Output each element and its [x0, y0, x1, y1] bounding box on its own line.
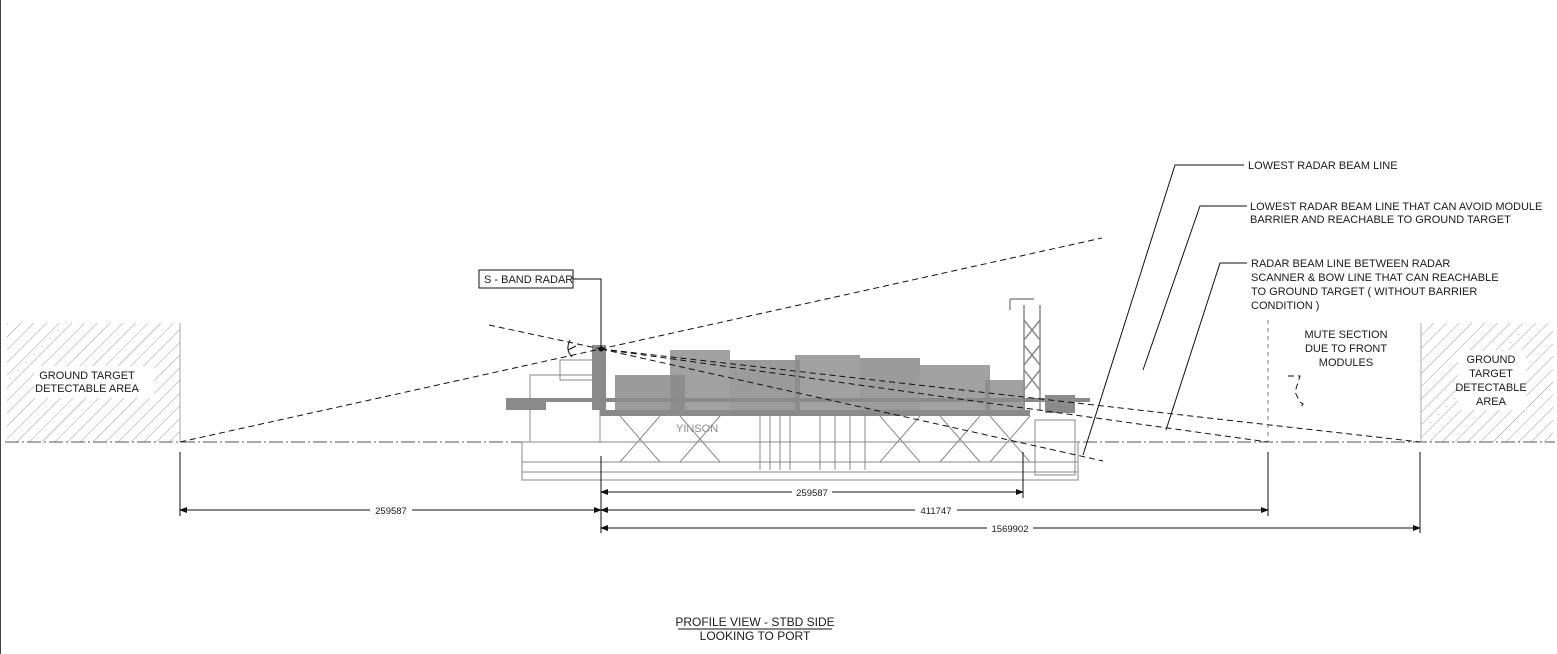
- note-line: RADAR BEAM LINE BETWEEN RADAR: [1251, 258, 1450, 270]
- dim-aft-reach: 259587: [375, 506, 407, 517]
- note-line: LOWEST RADAR BEAM LINE THAT CAN AVOID MO…: [1250, 201, 1542, 213]
- radar-beam-lines: [179, 237, 1421, 462]
- module-barrier-note: LOWEST RADAR BEAM LINE THAT CAN AVOID MO…: [1250, 201, 1542, 226]
- note-line: AREA: [1476, 396, 1507, 408]
- note-line: TO GROUND TARGET ( WITHOUT BARRIER: [1251, 286, 1477, 298]
- ground-area-right: [1420, 323, 1553, 442]
- note-line: CONDITION ): [1251, 300, 1319, 312]
- note-line: TARGET: [1469, 368, 1513, 380]
- ground-right-label: GROUND TARGET DETECTABLE AREA: [1455, 354, 1526, 408]
- note-line: MUTE SECTION: [1304, 329, 1387, 341]
- title-line-2: LOOKING TO PORT: [700, 629, 811, 643]
- dim-mute-end: 411747: [921, 506, 952, 517]
- note-line: SCANNER & BOW LINE THAT CAN REACHABLE: [1251, 272, 1499, 284]
- ground-left-label: GROUND TARGET DETECTABLE AREA: [35, 370, 139, 395]
- dimension-lines: 259587 259587 411747 1569902: [179, 452, 1421, 535]
- ground-area-left: [7, 323, 181, 442]
- leader-lines: [1082, 164, 1247, 456]
- mute-section-note: MUTE SECTION DUE TO FRONT MODULES: [1304, 329, 1387, 369]
- lowest-beam-note: LOWEST RADAR BEAM LINE: [1248, 160, 1398, 172]
- dim-fwd-module: 259587: [796, 488, 828, 499]
- radar-label: S - BAND RADAR: [484, 274, 573, 286]
- vessel-name: YINSON: [676, 423, 718, 435]
- dim-ground-start: 1569902: [992, 524, 1029, 535]
- bow-line-note: RADAR BEAM LINE BETWEEN RADAR SCANNER & …: [1251, 258, 1499, 312]
- note-line: GROUND: [1467, 354, 1516, 366]
- note-line: DUE TO FRONT: [1305, 343, 1387, 355]
- note-line: DETECTABLE: [1455, 382, 1526, 394]
- radar-callout: S - BAND RADAR: [478, 269, 604, 352]
- title-line-1: PROFILE VIEW - STBD SIDE: [675, 615, 834, 629]
- note-line: GROUND TARGET: [39, 370, 135, 382]
- note-line: BARRIER AND REACHABLE TO GROUND TARGET: [1250, 214, 1511, 226]
- fpso-vessel: YINSON: [506, 298, 1090, 481]
- note-line: DETECTABLE AREA: [35, 383, 139, 395]
- note-line: MODULES: [1319, 357, 1373, 369]
- view-title: PROFILE VIEW - STBD SIDE LOOKING TO PORT: [675, 615, 834, 643]
